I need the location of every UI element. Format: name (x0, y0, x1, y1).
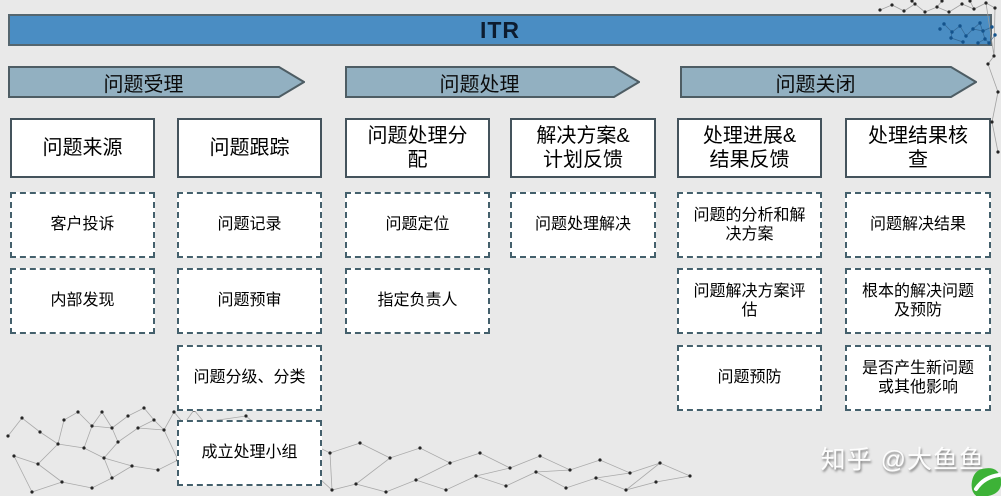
flow-step-box: 是否产生新问题 或其他影响 (845, 345, 991, 411)
itr-title-bar: ITR (8, 14, 992, 46)
phase-arrow-problem-closure: 问题关闭 (680, 66, 977, 98)
flow-step-box: 问题定位 (345, 192, 490, 258)
column-solution-plan-feedback: 解决方案& 计划反馈 问题处理解决 (510, 0, 656, 496)
itr-title-label: ITR (479, 16, 521, 43)
arrow-banner-icon (8, 66, 305, 98)
flow-step-box: 问题解决方案评 估 (677, 268, 822, 334)
column-problem-source: 问题来源 客户投诉 内部发现 (10, 0, 155, 496)
column-problem-tracking: 问题跟踪 问题记录 问题预审 问题分级、分类 成立处理小组 (177, 0, 322, 496)
column-progress-result-feedback: 处理进展& 结果反馈 问题的分析和解 决方案 问题解决方案评 估 问题预防 (677, 0, 822, 496)
column-header: 解决方案& 计划反馈 (510, 118, 656, 178)
flow-step-box: 内部发现 (10, 268, 155, 334)
arrow-banner-icon (680, 66, 977, 98)
phase-arrow-problem-handling: 问题处理 (345, 66, 640, 98)
column-header: 问题处理分 配 (345, 118, 490, 178)
phase-label: 问题受理 (103, 73, 184, 96)
column-handling-dispatch: 问题处理分 配 问题定位 指定负责人 (345, 0, 490, 496)
arrow-banner-icon (345, 66, 640, 98)
flow-step-box: 问题处理解决 (510, 192, 656, 258)
phase-label: 问题处理 (439, 73, 520, 96)
phase-label: 问题关闭 (775, 73, 856, 96)
flow-step-box: 指定负责人 (345, 268, 490, 334)
flow-step-box: 问题预防 (677, 345, 822, 411)
phase-arrow-problem-acceptance: 问题受理 (8, 66, 305, 98)
flow-step-box: 客户投诉 (10, 192, 155, 258)
green-logo-corner-icon (971, 468, 1001, 496)
column-header: 处理进展& 结果反馈 (677, 118, 822, 178)
column-result-check: 处理结果核 查 问题解决结果 根本的解决问题 及预防 是否产生新问题 或其他影响 (845, 0, 991, 496)
flow-step-box: 问题预审 (177, 268, 322, 334)
column-header: 问题来源 (10, 118, 155, 178)
zhihu-watermark: 知乎 @大鱼鱼 (820, 446, 985, 474)
column-header: 问题跟踪 (177, 118, 322, 178)
column-header: 处理结果核 查 (845, 118, 991, 178)
flow-step-box: 问题解决结果 (845, 192, 991, 258)
flow-step-box: 问题的分析和解 决方案 (677, 192, 822, 258)
constellation-pattern-top-right (878, 0, 1000, 154)
flow-step-box: 成立处理小组 (177, 420, 322, 486)
flow-step-box: 问题记录 (177, 192, 322, 258)
flow-step-box: 问题分级、分类 (177, 345, 322, 411)
flow-step-box: 根本的解决问题 及预防 (845, 268, 991, 334)
